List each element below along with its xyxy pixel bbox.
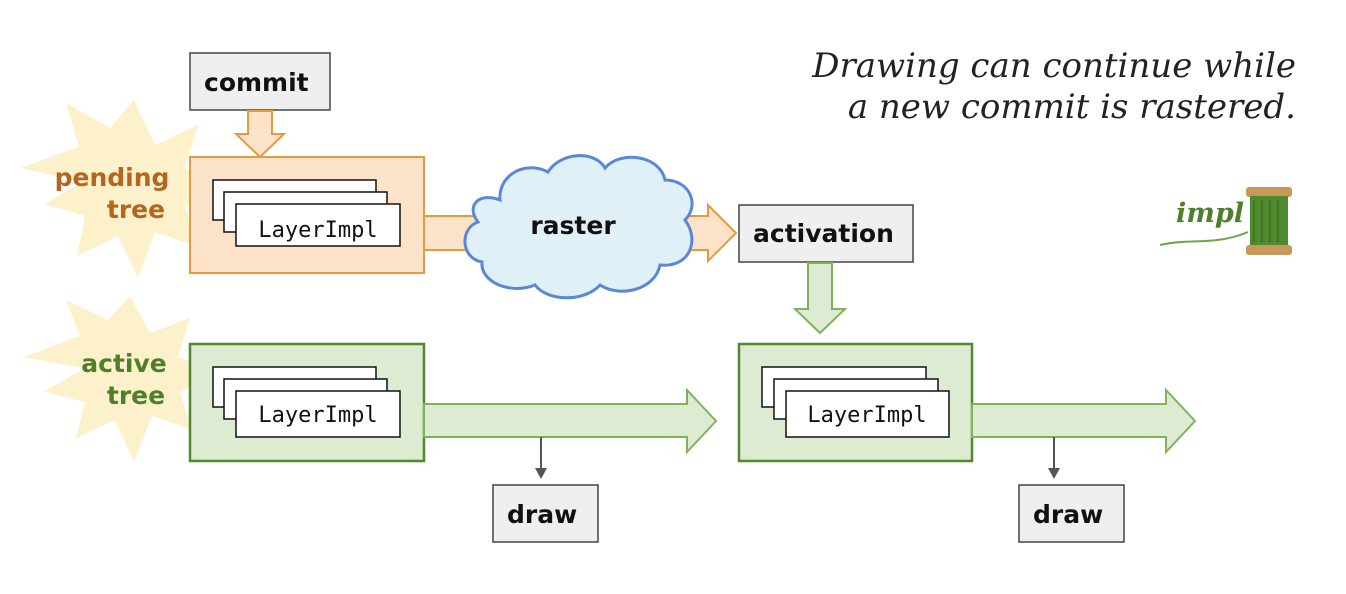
active-tree-arrow xyxy=(423,387,718,455)
pending-starburst-icon xyxy=(20,100,227,278)
draw-right-box xyxy=(1018,484,1125,543)
pending-layer-impl-box xyxy=(235,203,401,247)
caption-line-1: Drawing can continue while xyxy=(811,46,1296,86)
pending-tree-label-line-1: pending xyxy=(55,163,170,192)
caption-line-2: a new commit is rastered. xyxy=(848,87,1296,127)
impl-label: impl xyxy=(1176,198,1244,229)
new-active-layer-impl-label: LayerImpl xyxy=(807,403,926,428)
draw-right-label: draw xyxy=(1033,500,1103,529)
raster-label: raster xyxy=(530,211,616,240)
raster-cloud-icon xyxy=(463,154,694,300)
activation-label: activation xyxy=(753,219,894,248)
new-active-tree-arrow xyxy=(971,387,1197,455)
pending-layer-impl-label: LayerImpl xyxy=(258,218,377,243)
active-tree-label-line-2: tree xyxy=(107,381,165,410)
commit-box xyxy=(189,52,331,111)
active-layer-impl-box xyxy=(235,390,401,438)
commit-label: commit xyxy=(204,68,309,97)
new-active-layer-impl-box xyxy=(785,390,950,438)
activation-box xyxy=(738,204,914,263)
commit-arrow xyxy=(233,110,287,159)
activation-arrow xyxy=(792,262,848,335)
active-tree-label-line-1: active xyxy=(81,349,166,378)
spool-icon xyxy=(1159,187,1292,255)
draw-left-label: draw xyxy=(507,500,577,529)
active-layer-impl-label: LayerImpl xyxy=(258,403,377,428)
pending-tree-label-line-2: tree xyxy=(107,195,165,224)
draw-right-arrowhead xyxy=(1048,468,1060,479)
draw-left-box xyxy=(492,484,599,543)
active-starburst-icon xyxy=(24,296,218,462)
draw-left-arrowhead xyxy=(535,468,547,479)
